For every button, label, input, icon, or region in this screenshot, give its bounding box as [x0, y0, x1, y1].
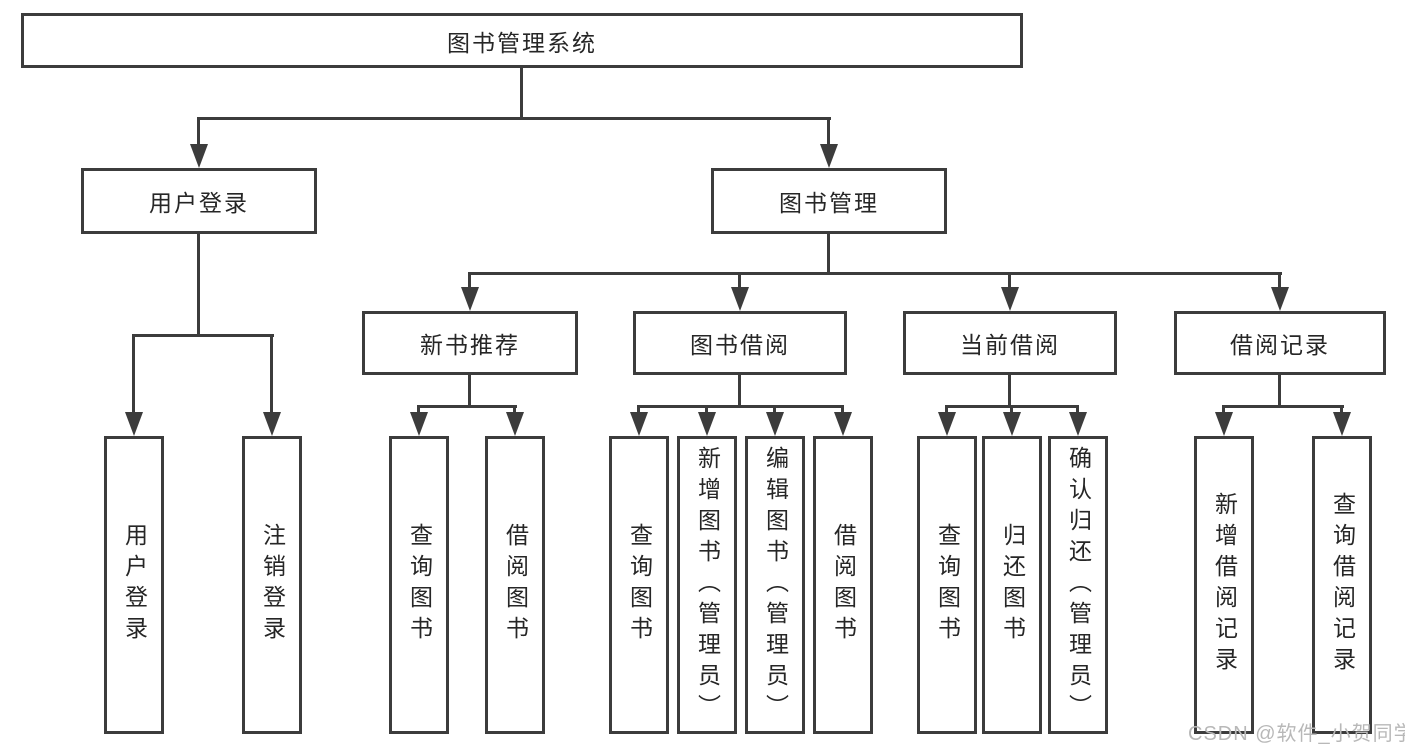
- connector-line: [197, 117, 200, 147]
- connector-line: [520, 66, 523, 119]
- node-library-management-system: 图书管理系统: [21, 13, 1023, 68]
- connector-line: [132, 334, 274, 337]
- connector-line: [1008, 272, 1011, 289]
- node-user-login: 用户登录: [81, 168, 317, 234]
- leaf-query-books-current: 查询图书: [917, 436, 977, 734]
- connector-line: [738, 272, 741, 289]
- arrow-down-icon: [731, 287, 749, 311]
- arrow-down-icon: [263, 412, 281, 436]
- connector-line: [468, 272, 1282, 275]
- node-book-borrowing: 图书借阅: [633, 311, 847, 375]
- leaf-user-login: 用户登录: [104, 436, 164, 734]
- arrow-down-icon: [630, 412, 648, 436]
- connector-line: [513, 405, 516, 415]
- leaf-edit-book-admin: 编辑图书（管理员）: [745, 436, 805, 734]
- connector-line: [827, 233, 830, 275]
- arrow-down-icon: [820, 144, 838, 168]
- connector-line: [417, 405, 420, 415]
- leaf-return-books: 归还图书: [982, 436, 1042, 734]
- connector-line: [1278, 272, 1281, 289]
- node-book-management: 图书管理: [711, 168, 947, 234]
- connector-line: [197, 233, 200, 337]
- arrow-down-icon: [506, 412, 524, 436]
- arrow-down-icon: [1003, 412, 1021, 436]
- arrow-down-icon: [766, 412, 784, 436]
- connector-line: [270, 334, 273, 414]
- leaf-query-borrow-record: 查询借阅记录: [1312, 436, 1372, 734]
- leaf-query-books-recommend: 查询图书: [389, 436, 449, 734]
- connector-line: [827, 117, 830, 147]
- arrow-down-icon: [834, 412, 852, 436]
- arrow-down-icon: [1069, 412, 1087, 436]
- leaf-borrow-books-borrowing: 借阅图书: [813, 436, 873, 734]
- connector-line: [1008, 375, 1011, 408]
- connector-line: [705, 405, 708, 415]
- arrow-down-icon: [125, 412, 143, 436]
- connector-line: [1076, 405, 1079, 415]
- connector-line: [841, 405, 844, 415]
- csdn-watermark: CSDN @软件_小贺同学: [1188, 723, 1405, 745]
- arrow-down-icon: [410, 412, 428, 436]
- arrow-down-icon: [1001, 287, 1019, 311]
- leaf-borrow-books-recommend: 借阅图书: [485, 436, 545, 734]
- arrow-down-icon: [698, 412, 716, 436]
- connector-line: [945, 405, 948, 415]
- leaf-logout: 注销登录: [242, 436, 302, 734]
- connector-line: [1340, 405, 1343, 415]
- connector-line: [197, 117, 831, 120]
- leaf-add-book-admin: 新增图书（管理员）: [677, 436, 737, 734]
- arrow-down-icon: [1215, 412, 1233, 436]
- connector-line: [637, 405, 640, 415]
- arrow-down-icon: [1333, 412, 1351, 436]
- connector-line: [773, 405, 776, 415]
- connector-line: [417, 405, 517, 408]
- arrow-down-icon: [1271, 287, 1289, 311]
- connector-line: [738, 375, 741, 408]
- connector-line: [1222, 405, 1225, 415]
- connector-line: [1222, 405, 1344, 408]
- connector-line: [468, 272, 471, 289]
- node-current-borrowing: 当前借阅: [903, 311, 1117, 375]
- connector-line: [468, 375, 471, 408]
- arrow-down-icon: [190, 144, 208, 168]
- connector-line: [637, 405, 844, 408]
- arrow-down-icon: [938, 412, 956, 436]
- connector-line: [1278, 375, 1281, 408]
- node-new-book-recommendation: 新书推荐: [362, 311, 578, 375]
- node-borrowing-records: 借阅记录: [1174, 311, 1386, 375]
- connector-line: [132, 334, 135, 414]
- leaf-confirm-return-admin: 确认归还（管理员）: [1048, 436, 1108, 734]
- arrow-down-icon: [461, 287, 479, 311]
- leaf-add-borrow-record: 新增借阅记录: [1194, 436, 1254, 734]
- leaf-query-books-borrowing: 查询图书: [609, 436, 669, 734]
- connector-line: [1010, 405, 1013, 415]
